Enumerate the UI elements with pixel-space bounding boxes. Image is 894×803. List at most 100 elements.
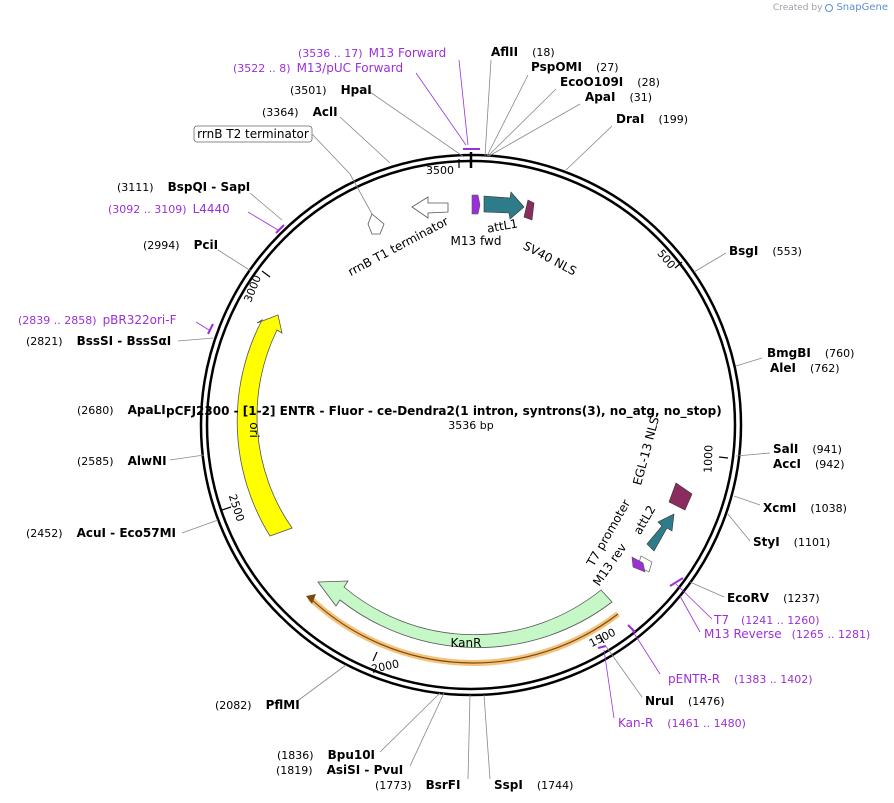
ori-arrow [236,314,293,537]
site-apai-pos: (31) [629,91,652,104]
site-bspqi-name: BspQI - SapI [168,180,251,194]
site-acui-eco57mi[interactable]: (2452)AcuI - Eco57MI [26,526,176,540]
kanr-orf-arrowhead [306,594,316,604]
primer-t7-range: (1241 .. 1260) [741,614,820,627]
primer-t7[interactable]: T7 (1241 .. 1260) [713,613,820,627]
site-xcmi-pos: (1038) [810,502,847,515]
site-ecoo109i-pos: (28) [637,76,660,89]
site-bmgbi-name: BmgBI [767,346,811,360]
site-sali-pos: (941) [812,443,842,456]
site-bspqi-pos: (3111) [117,181,154,194]
tick-label-3500: 3500 [426,164,454,177]
site-bpu10i-name: Bpu10I [328,748,375,762]
attl2-label: attL2 [631,503,659,537]
tick-label-1000: 1000 [702,445,716,473]
rrnb-t1-label: rrnB T1 terminator [346,214,451,279]
site-xcmi[interactable]: XcmI(1038) [763,501,847,515]
site-pspomi-name: PspOMI [531,60,582,74]
ori-feature[interactable]: ori [236,314,293,537]
site-hpai-pos: (3501) [290,84,327,97]
site-bmgbi-pos: (760) [825,347,855,360]
primer-m13-puc-range: (3522 .. 8) [233,62,291,75]
site-bsssi-bsssai[interactable]: (2821)BssSI - BssSαI [26,334,171,348]
site-sspi[interactable]: SspI(1744) [494,778,573,792]
sv40-nls-feature[interactable]: SV40 NLS [521,199,579,279]
m13-fwd-arrow [471,194,481,215]
primer-kan-r-name: Kan-R [618,716,653,730]
site-drai[interactable]: DraI(199) [616,112,688,126]
primer-m13-reverse-range: (1265 .. 1281) [792,628,871,641]
plasmid-name: pCFJ2300 - [1-2] ENTR - Fluor - ce-Dendr… [166,404,722,419]
leader-drai [565,125,613,171]
site-alwni-name: AlwNI [128,454,167,468]
primer-l4440[interactable]: (3092 .. 3109)L4440 [108,202,230,216]
primer-m13-forward[interactable]: (3536 .. 17)M13 Forward [298,46,446,60]
rrnb-t1-terminator-feature[interactable]: rrnB T1 terminator [346,196,451,279]
site-ecoo109i[interactable]: EcoO109I (28) [560,75,660,89]
site-pcii[interactable]: (2994)PciI [143,238,218,252]
tick-2500 [221,506,232,511]
site-bmgbi[interactable]: BmgBI (760) [767,346,854,360]
site-alwni[interactable]: (2585)AlwNI [77,454,167,468]
attl1-feature[interactable]: attL1 [483,191,525,236]
site-aflii-name: AflII [491,45,518,59]
site-aflii[interactable]: AflII(18) [491,45,555,59]
site-bsrfi[interactable]: (1773)BsrFI [375,778,460,792]
plasmid-size: 3536 bp [448,419,493,432]
leader-pspomi [486,74,529,157]
ori-label: ori [247,422,261,438]
site-nrui[interactable]: NruI(1476) [645,694,725,708]
site-apai[interactable]: ApaI(31) [585,90,652,104]
primer-t7-name: T7 [713,613,729,627]
m13-rev-arrow [631,556,646,573]
rrnb-t2-terminator-feature[interactable]: rrnB T2 terminator [193,125,385,235]
primer-mark-l4440 [275,224,285,234]
site-pspomi-pos: (27) [596,61,619,74]
site-pflmi[interactable]: (2082)PflMI [215,698,300,712]
kanr-feature[interactable]: KanR [317,580,613,650]
site-alei[interactable]: AleI(762) [770,361,840,375]
site-apali-name: ApaLI [128,403,166,417]
egl13-nls-feature[interactable]: EGL-13 NLS [630,415,693,511]
tick-2000 [372,651,378,662]
site-pspomi[interactable]: PspOMI (27) [531,60,619,74]
primer-l4440-range: (3092 .. 3109) [108,203,187,216]
sv40-nls-label: SV40 NLS [521,239,579,279]
site-apali[interactable]: (2680) ApaLI [77,403,166,417]
primer-pentr-r[interactable]: pENTR-R(1383 .. 1402) [668,672,813,686]
primer-m13-reverse[interactable]: M13 Reverse(1265 .. 1281) [704,627,870,641]
site-sali-name: SalI [773,442,798,456]
m13-fwd-feature[interactable]: M13 fwd [451,194,502,248]
site-styi[interactable]: StyI(1101) [753,535,830,549]
attl1-label: attL1 [486,216,519,235]
site-bspqi-sapi[interactable]: (3111) BspQI - SapI [117,180,250,194]
snapgene-branding: Created by SnapGene [773,2,888,13]
site-hpai[interactable]: (3501)HpaI [290,83,372,97]
primer-m13-puc-forward[interactable]: (3522 .. 8)M13/pUC Forward [233,61,403,75]
primer-pbr322ori-f[interactable]: (2839 .. 2858)pBR322ori-F [18,313,177,327]
site-ecorv[interactable]: EcoRV(1237) [727,591,820,605]
primer-kan-r[interactable]: Kan-R(1461 .. 1480) [618,716,746,730]
site-acci[interactable]: AccI(942) [773,457,845,471]
site-sali[interactable]: SalI (941) [773,442,842,456]
snapgene-app-name: SnapGene [836,2,888,13]
site-bsgi-pos: (553) [772,245,802,258]
primer-marks [207,148,684,649]
site-apali-pos: (2680) [77,404,114,417]
leader-alwni [169,454,205,461]
tick-label-2000: 2000 [370,657,400,676]
rrnb-t2-label: rrnB T2 terminator [197,127,309,141]
site-asisi-pvui[interactable]: (1819)AsiSI - PvuI [276,763,403,777]
site-bpu10i[interactable]: (1836)Bpu10I [277,748,375,762]
site-ecorv-name: EcoRV [727,591,770,605]
site-nrui-pos: (1476) [688,695,725,708]
attl2-feature[interactable]: attL2 [631,503,675,552]
site-alei-name: AleI [770,361,796,375]
site-acli[interactable]: (3364)AclI [262,105,338,119]
primer-pbr322-range: (2839 .. 2858) [18,314,97,327]
site-ecoo109i-name: EcoO109I [560,75,623,89]
tick-1500 [598,633,605,644]
site-bsgi[interactable]: BsgI(553) [729,244,802,258]
leader-bsssi [177,337,214,342]
site-pcii-name: PciI [194,238,219,252]
